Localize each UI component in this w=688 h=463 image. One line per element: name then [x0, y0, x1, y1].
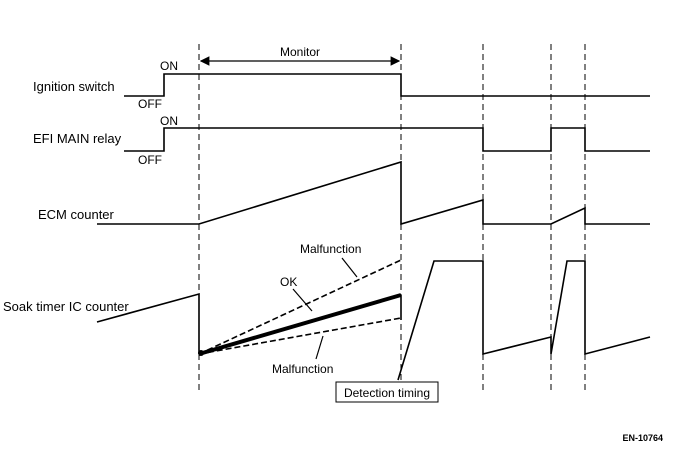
- malfunction-upper-line: [198, 259, 402, 355]
- annotations: Malfunction OK Malfunction Detection tim…: [272, 242, 439, 403]
- soak-timer-label: Soak timer IC counter: [3, 299, 129, 314]
- malfunction-lower-label: Malfunction: [272, 362, 333, 376]
- monitor-span: Monitor: [199, 45, 401, 66]
- figure-code: EN-10764: [622, 433, 663, 443]
- soak-timer-waveform-before: [96, 292, 200, 354]
- malfunction-upper-leader: [341, 257, 358, 278]
- malfunction-lower-line: [198, 317, 402, 355]
- efi-on-label: ON: [160, 114, 178, 128]
- ok-label: OK: [280, 275, 297, 289]
- ok-leader: [292, 288, 313, 312]
- efi-main-relay-label: EFI MAIN relay: [33, 131, 122, 146]
- soak-timer-origin-dot: [198, 350, 204, 356]
- efi-main-relay-waveform: [124, 127, 650, 152]
- ecm-counter-label: ECM counter: [38, 207, 115, 222]
- soak-timer-signal: Soak timer IC counter: [3, 259, 651, 381]
- ok-line: [198, 293, 402, 356]
- detection-timing-box: [335, 381, 439, 403]
- ignition-switch-waveform: [124, 73, 650, 97]
- efi-main-relay-signal: EFI MAIN relay ON OFF: [33, 114, 650, 167]
- detection-timing-label: Detection timing: [344, 386, 430, 400]
- ecm-counter-signal: ECM counter: [38, 160, 650, 226]
- soak-timer-waveform-after: [397, 260, 651, 381]
- monitor-label: Monitor: [280, 45, 320, 59]
- efi-off-label: OFF: [138, 153, 162, 167]
- ignition-on-label: ON: [160, 59, 178, 73]
- malfunction-upper-label: Malfunction: [300, 242, 361, 256]
- ignition-switch-label: Ignition switch: [33, 79, 115, 94]
- ignition-switch-signal: Ignition switch ON OFF: [33, 59, 650, 111]
- ecm-counter-waveform: [97, 160, 650, 226]
- malfunction-lower-leader: [315, 335, 324, 360]
- ignition-off-label: OFF: [138, 97, 162, 111]
